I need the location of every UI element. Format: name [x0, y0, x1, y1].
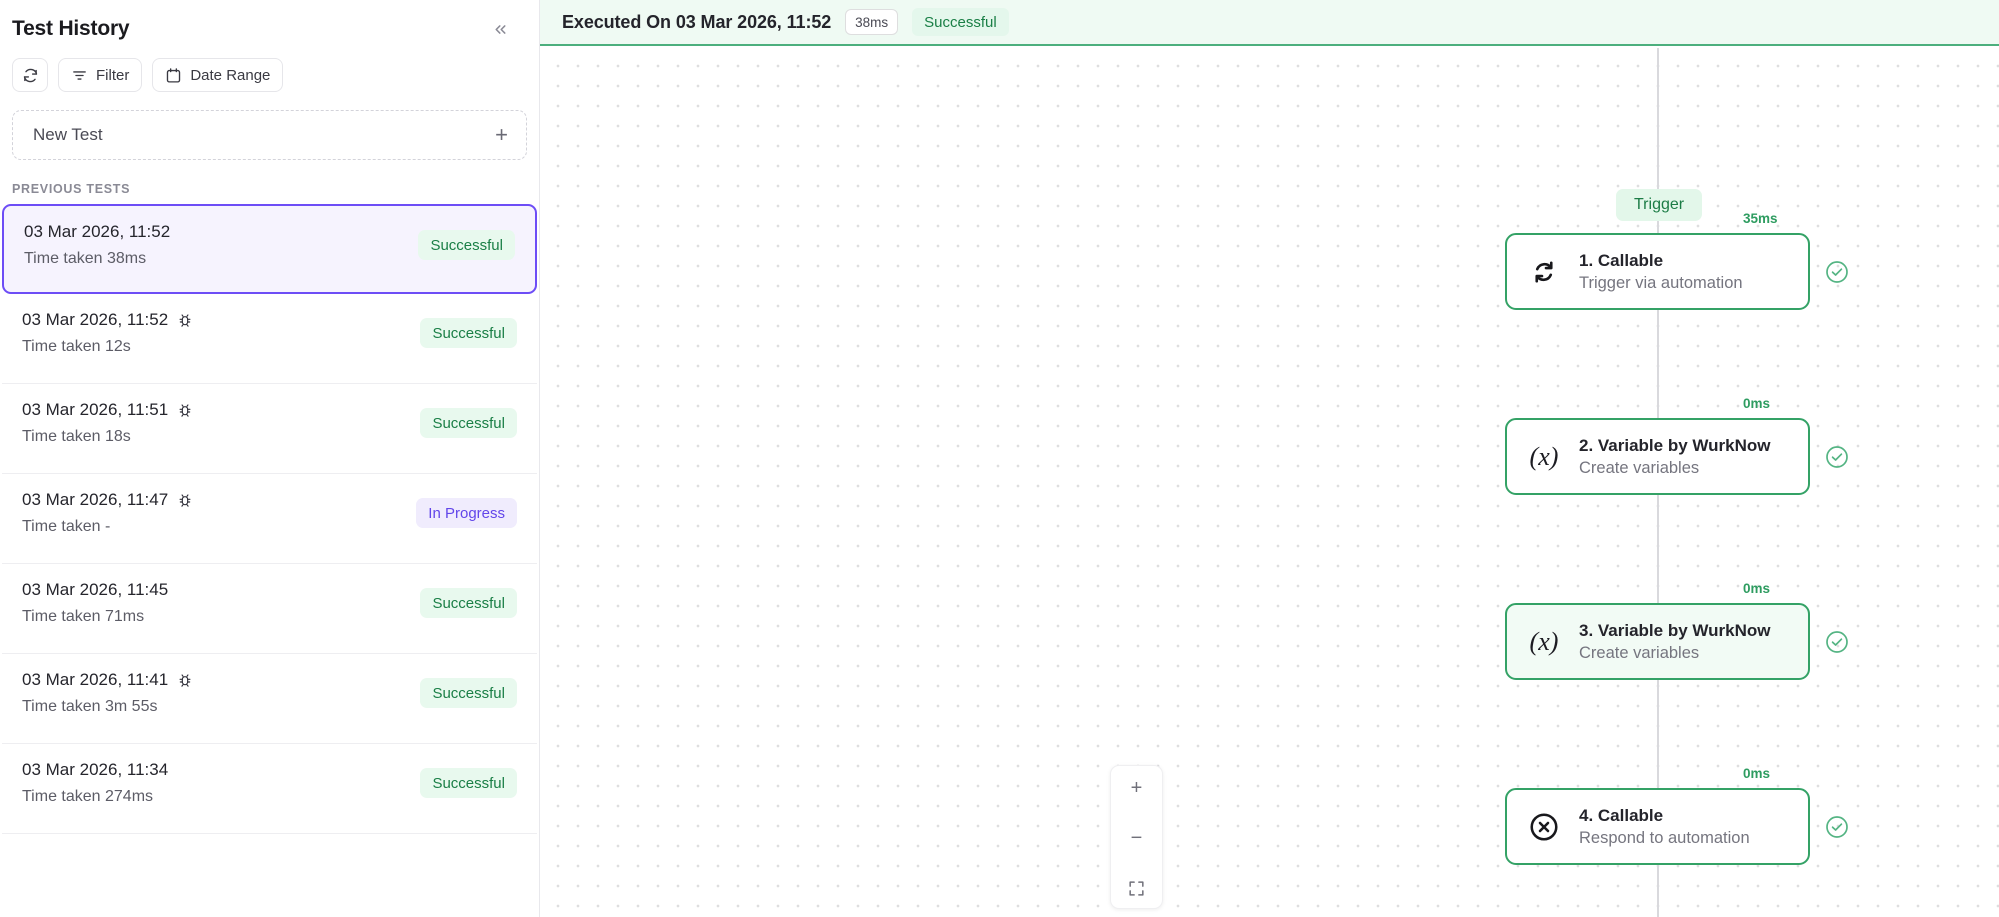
- sync-icon: [1527, 255, 1561, 289]
- test-duration: Time taken -: [22, 518, 111, 535]
- execution-canvas: Executed On 03 Mar 2026, 11:52 38ms Succ…: [540, 0, 1999, 917]
- execution-status-badge: Successful: [912, 8, 1009, 36]
- check-circle-icon: [1825, 630, 1849, 654]
- test-date: 03 Mar 2026, 11:34: [22, 760, 169, 779]
- zoom-out-button[interactable]: −: [1117, 824, 1157, 852]
- test-date: 03 Mar 2026, 11:51: [22, 400, 169, 419]
- test-duration: Time taken 18s: [22, 428, 131, 445]
- filter-button[interactable]: Filter: [58, 58, 143, 92]
- node-subtitle: Create variables: [1579, 643, 1700, 662]
- check-circle-icon: [1825, 445, 1849, 469]
- test-history-sidebar: Test History: [0, 0, 540, 917]
- node-title: 1. Callable: [1579, 250, 1664, 270]
- node-duration: 0ms: [1743, 766, 1771, 781]
- test-date: 03 Mar 2026, 11:52: [24, 222, 171, 241]
- trigger-pill[interactable]: Trigger: [1616, 189, 1703, 221]
- status-badge: Successful: [418, 230, 515, 260]
- test-date: 03 Mar 2026, 11:52: [22, 310, 169, 329]
- node-title: 4. Callable: [1579, 805, 1664, 825]
- status-badge: Successful: [420, 588, 517, 618]
- refresh-icon: [22, 67, 39, 84]
- new-test-label: New Test: [33, 125, 103, 144]
- fit-view-icon[interactable]: [1117, 874, 1157, 902]
- execution-header: Executed On 03 Mar 2026, 11:52 38ms Succ…: [540, 0, 1999, 46]
- node-duration: 0ms: [1743, 396, 1771, 411]
- new-test-button[interactable]: New Test +: [12, 110, 527, 160]
- date-range-label: Date Range: [190, 66, 271, 84]
- executed-on-title: Executed On 03 Mar 2026, 11:52: [562, 11, 832, 32]
- refresh-button[interactable]: [12, 58, 48, 92]
- test-date: 03 Mar 2026, 11:45: [22, 580, 169, 599]
- filter-label: Filter: [96, 66, 130, 84]
- plus-icon: +: [495, 122, 508, 147]
- variable-icon: (x): [1529, 441, 1559, 471]
- check-circle-icon: [1825, 260, 1849, 284]
- execution-duration-chip: 38ms: [845, 9, 899, 35]
- sidebar-toolbar: Filter Date Range: [0, 52, 539, 102]
- status-badge: Successful: [420, 408, 517, 438]
- test-duration: Time taken 38ms: [24, 250, 147, 267]
- test-date: 03 Mar 2026, 11:47: [22, 490, 169, 509]
- variable-icon: (x): [1529, 626, 1559, 656]
- calendar-icon: [165, 67, 182, 84]
- test-duration: Time taken 71ms: [22, 608, 145, 625]
- previous-tests-label: PREVIOUS TESTS: [12, 182, 131, 196]
- bug-icon[interactable]: [177, 312, 193, 328]
- date-range-button[interactable]: Date Range: [152, 58, 284, 92]
- test-duration: Time taken 274ms: [22, 788, 154, 805]
- sidebar-header: Test History: [0, 0, 539, 52]
- status-badge: Successful: [420, 768, 517, 798]
- test-duration: Time taken 3m 55s: [22, 698, 158, 715]
- status-badge: Successful: [420, 318, 517, 348]
- zoom-controls: + −: [1110, 765, 1163, 909]
- node-title: 3. Variable by WurkNow: [1579, 620, 1771, 640]
- zoom-in-button[interactable]: +: [1117, 774, 1157, 802]
- page-title: Test History: [12, 17, 130, 40]
- test-date: 03 Mar 2026, 11:41: [22, 670, 169, 689]
- status-badge: Successful: [420, 678, 517, 708]
- status-badge: In Progress: [416, 498, 517, 528]
- test-duration: Time taken 12s: [22, 338, 131, 355]
- node-subtitle: Trigger via automation: [1579, 273, 1743, 292]
- bug-icon[interactable]: [177, 672, 193, 688]
- node-title: 2. Variable by WurkNow: [1579, 435, 1771, 455]
- chevron-double-left-icon[interactable]: [485, 14, 515, 44]
- close-circle-icon: [1527, 810, 1561, 844]
- node-subtitle: Respond to automation: [1579, 828, 1750, 847]
- node-duration: 35ms: [1743, 211, 1778, 226]
- bug-icon[interactable]: [177, 492, 193, 508]
- check-circle-icon: [1825, 815, 1849, 839]
- node-duration: 0ms: [1743, 581, 1771, 596]
- bug-icon[interactable]: [177, 402, 193, 418]
- node-subtitle: Create variables: [1579, 458, 1700, 477]
- filter-icon: [71, 67, 88, 84]
